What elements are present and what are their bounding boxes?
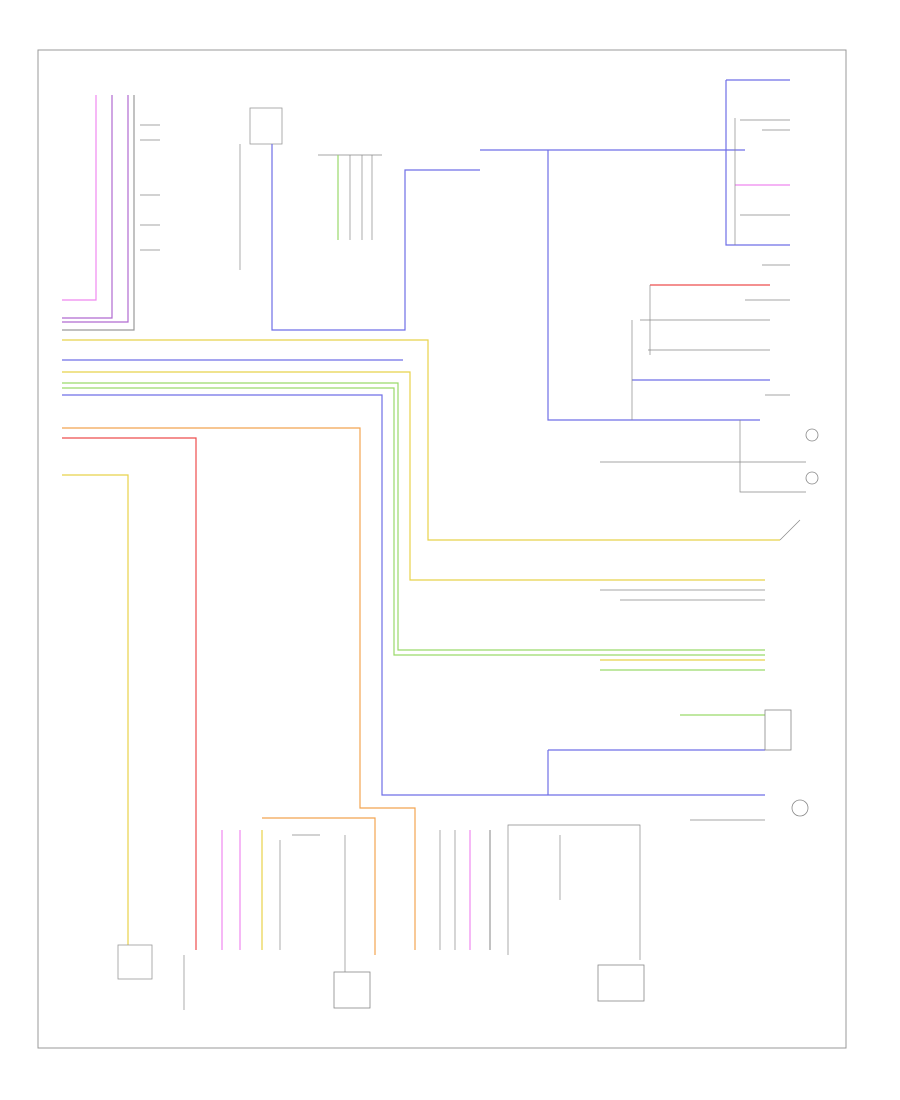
right-modules: [547, 589, 809, 821]
driver-door-switch: [183, 817, 376, 1010]
left-door-lamp-assy: [333, 835, 371, 1009]
right-door-lamp-assy: [507, 824, 645, 1002]
center-connector: [318, 154, 382, 240]
reverse-lamp-module: [239, 107, 480, 331]
misc-connectors: [745, 129, 790, 396]
bottom-left-switch: [117, 944, 153, 980]
main-bus: [62, 339, 801, 945]
top-left-harness: [62, 95, 160, 331]
side-lamps: [600, 420, 819, 493]
top-right-network: [480, 79, 790, 421]
diagram-frame: [37, 49, 847, 1049]
passenger-door-switch: [414, 830, 491, 950]
